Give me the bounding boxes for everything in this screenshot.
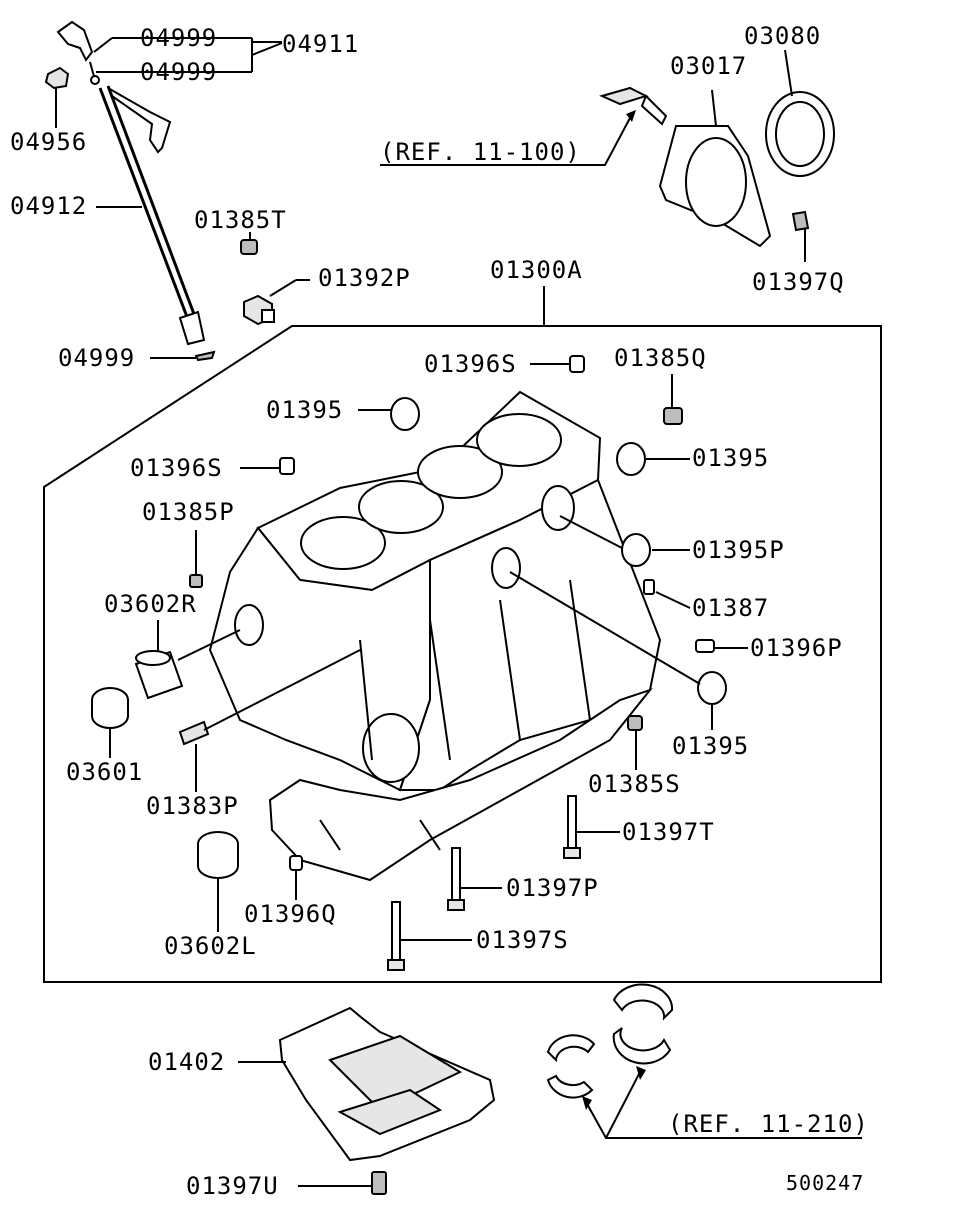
label-01396s-a: 01396S [424, 350, 517, 378]
seal-case-group [599, 86, 835, 248]
plug-01385t [240, 239, 258, 255]
plug-01385q [663, 407, 683, 425]
plug-01395-b [616, 442, 646, 476]
label-03602l: 03602L [164, 932, 257, 960]
label-04956: 04956 [10, 128, 87, 156]
pin-01387 [643, 579, 655, 595]
pin-01396q [289, 855, 303, 871]
label-01385q: 01385Q [614, 344, 707, 372]
plug-01395p [621, 533, 651, 567]
plug-01385s [627, 715, 643, 731]
label-01395-a: 01395 [266, 396, 343, 424]
plug-01395-c [697, 671, 727, 705]
stud-01383p [178, 720, 210, 746]
label-01397s: 01397S [476, 926, 569, 954]
main-bearing-shells [546, 983, 674, 1099]
label-ref-11-210: (REF. 11-210) [668, 1110, 869, 1138]
figure-id: 500247 [786, 1171, 864, 1195]
bearing-03602r [134, 650, 184, 700]
bolt-01397u [371, 1171, 387, 1195]
pin-01396s-left [279, 457, 295, 475]
label-01397q: 01397Q [752, 268, 845, 296]
label-03601: 03601 [66, 758, 143, 786]
dipstick-assembly [44, 20, 216, 362]
block-assembly-frame [43, 325, 882, 983]
label-01387: 01387 [692, 594, 769, 622]
label-ref-11-100: (REF. 11-100) [380, 138, 581, 166]
label-01300a: 01300A [490, 256, 583, 284]
label-01397p: 01397P [506, 874, 599, 902]
label-04999-a: 04999 [140, 24, 217, 52]
label-01397u: 01397U [186, 1172, 279, 1200]
label-04911: 04911 [282, 30, 359, 58]
cylinder-block [208, 390, 662, 882]
label-01396p: 01396P [750, 634, 843, 662]
label-01395-c: 01395 [672, 732, 749, 760]
label-03080: 03080 [744, 22, 821, 50]
label-04999-c: 04999 [58, 344, 135, 372]
bolt-01397t [563, 795, 581, 859]
label-01396q: 01396Q [244, 900, 337, 928]
label-01385s: 01385S [588, 770, 681, 798]
label-04999-b: 04999 [140, 58, 217, 86]
pin-01396p [695, 639, 715, 653]
label-01396s-b: 01396S [130, 454, 223, 482]
label-01397t: 01397T [622, 818, 715, 846]
ladder-frame-01402 [278, 1006, 496, 1162]
label-03602r: 03602R [104, 590, 197, 618]
label-01385p: 01385P [142, 498, 235, 526]
plug-01392p [243, 294, 275, 326]
bearing-03601 [91, 687, 129, 729]
label-01395-b: 01395 [692, 444, 769, 472]
label-01383p: 01383P [146, 792, 239, 820]
plug-01395-a [390, 397, 420, 431]
bearing-03602l [197, 831, 239, 879]
bolt-01397p [447, 847, 465, 911]
label-01402: 01402 [148, 1048, 225, 1076]
label-03017: 03017 [670, 52, 747, 80]
pin-01396s-top [569, 355, 585, 373]
label-04912: 04912 [10, 192, 87, 220]
label-01392p: 01392P [318, 264, 411, 292]
plug-01385p [189, 574, 203, 588]
bolt-01397s [387, 901, 405, 971]
label-01385t: 01385T [194, 206, 287, 234]
label-01395p: 01395P [692, 536, 785, 564]
